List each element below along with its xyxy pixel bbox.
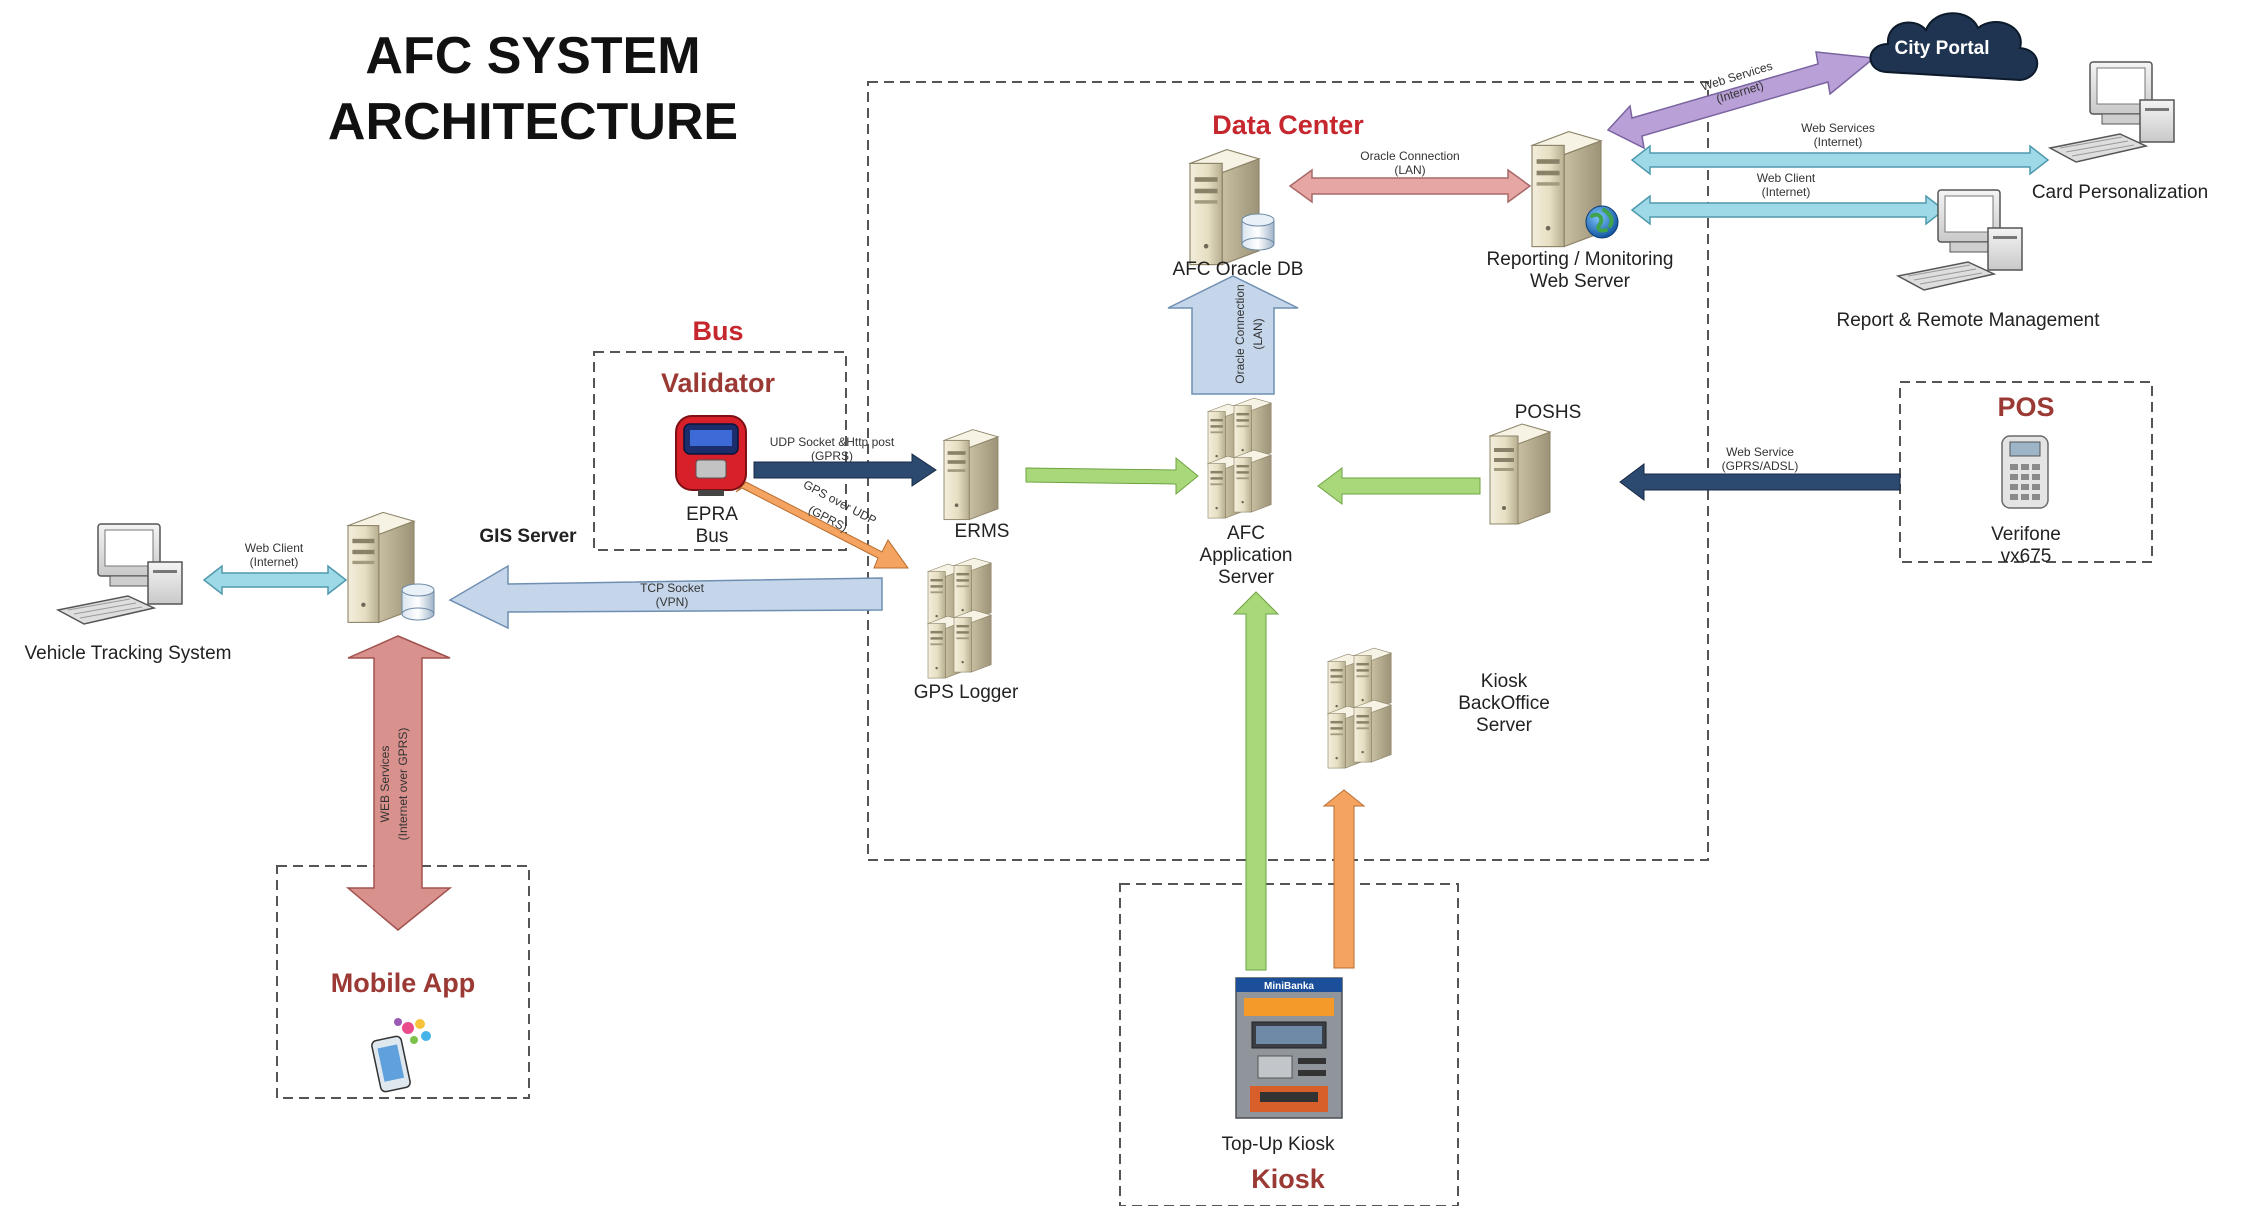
afc-app-label-line3: Server	[1218, 567, 1275, 588]
oracle-vertical-arrow	[1167, 275, 1299, 395]
data-center-boundary	[867, 81, 1709, 861]
database-icon	[1241, 213, 1275, 251]
vehicle-tracking-label: Vehicle Tracking System	[25, 643, 232, 664]
server-icon	[943, 429, 999, 521]
city-portal-label: City Portal	[1894, 38, 1989, 59]
gps-udp-arrow	[735, 481, 909, 569]
kiosk-bo-label-line3: Server	[1476, 715, 1533, 736]
kiosk-to-backoffice-arrow	[1322, 789, 1366, 969]
pos-title: POS	[1997, 392, 2054, 422]
pos-arrow-label-1: Web Service	[1726, 445, 1794, 459]
oracle-connection-arrow	[1288, 168, 1532, 204]
server-rack-icon	[1208, 398, 1271, 518]
udp-arrow-label-1: UDP Socket &Http post	[770, 435, 895, 449]
database-icon	[401, 583, 435, 621]
epra-label-line1: EPRA	[686, 504, 738, 525]
mobile-gis-arrow	[345, 635, 453, 931]
mobile-app-boundary	[276, 865, 530, 1099]
kiosk-title: Kiosk	[1251, 1164, 1326, 1194]
oracle-vertical-label-2: (LAN)	[1251, 318, 1265, 349]
mobile-arrow-label-2: (Internet over GPRS)	[396, 728, 410, 841]
oracle-vertical-label-1: Oracle Connection	[1233, 284, 1247, 383]
mobile-app-title: Mobile App	[331, 968, 475, 998]
pos-arrow-label-2: (GPRS/ADSL)	[1722, 459, 1799, 473]
smartphone-icon	[371, 1018, 431, 1093]
diagram-title-line1: AFC SYSTEM	[365, 27, 700, 85]
pos-terminal-icon	[2001, 435, 2049, 509]
poshs-label: POSHS	[1515, 402, 1582, 423]
reporting-label-line1: Reporting / Monitoring	[1487, 249, 1674, 270]
gis-server-label: GIS Server	[479, 526, 577, 547]
kiosk-brand-label: MiniBanka	[1264, 981, 1314, 992]
desktop-computer-icon	[57, 523, 183, 625]
udp-arrow-label-2: (GPRS)	[811, 449, 853, 463]
card-personalization-arrow	[1630, 144, 2050, 176]
udp-socket-arrow	[753, 453, 937, 487]
verifone-label-line2: vx675	[2001, 546, 2052, 567]
oracle-connection-label-2: (LAN)	[1394, 163, 1425, 177]
pos-to-poshs-arrow	[1619, 463, 1901, 501]
report-remote-label: Report & Remote Management	[1837, 310, 2101, 331]
pos-boundary	[1899, 381, 2153, 563]
oracle-connection-label-1: Oracle Connection	[1360, 149, 1459, 163]
afc-app-label-line1: AFC	[1227, 523, 1265, 544]
kiosk-bo-label-line2: BackOffice	[1458, 693, 1550, 714]
tcp-arrow-label-1: TCP Socket	[640, 581, 704, 595]
topup-kiosk-label: Top-Up Kiosk	[1222, 1134, 1335, 1155]
afc-app-label-line2: Application	[1200, 545, 1293, 566]
server-icon	[1489, 423, 1551, 525]
tcp-arrow-label-2: (VPN)	[656, 595, 689, 609]
gps-logger-label: GPS Logger	[914, 682, 1019, 703]
erms-to-app-arrow	[1025, 456, 1199, 496]
cloud-icon	[1869, 12, 2039, 82]
card-arrow-label-2: (Internet)	[1814, 135, 1863, 149]
data-center-title: Data Center	[1212, 110, 1364, 140]
epra-label-line2: Bus	[696, 526, 729, 547]
vts-gis-arrow	[202, 564, 348, 596]
vts-arrow-label-1: Web Client	[245, 541, 304, 555]
card-arrow-label-1: Web Services	[1801, 121, 1875, 135]
bus-title: Bus	[692, 316, 743, 346]
card-personalization-label: Card Personalization	[2032, 182, 2208, 203]
diagram-title-line2: ARCHITECTURE	[328, 93, 738, 151]
poshs-to-app-arrow	[1317, 467, 1481, 505]
atm-kiosk-icon: MiniBanka	[1235, 977, 1343, 1119]
report-remote-arrow	[1630, 194, 1946, 226]
kiosk-to-app-arrow	[1232, 591, 1280, 971]
verifone-label-line1: Verifone	[1991, 524, 2061, 545]
tcp-socket-arrow	[448, 564, 883, 630]
validator-device-icon	[675, 415, 747, 496]
mobile-arrow-label-1: WEB Services	[378, 746, 392, 823]
kiosk-bo-label-line1: Kiosk	[1481, 671, 1528, 692]
report-arrow-label-1: Web Client	[1757, 171, 1816, 185]
reporting-label-line2: Web Server	[1530, 271, 1631, 292]
kiosk-boundary	[1119, 883, 1459, 1206]
validator-title: Validator	[661, 368, 776, 398]
erms-label: ERMS	[955, 521, 1010, 542]
server-rack-icon	[1328, 648, 1391, 768]
server-rack-icon	[928, 558, 991, 678]
vts-arrow-label-2: (Internet)	[250, 555, 299, 569]
afc-oracle-db-label: AFC Oracle DB	[1173, 259, 1304, 280]
desktop-computer-icon	[2049, 61, 2175, 163]
bus-boundary	[593, 351, 847, 551]
report-arrow-label-2: (Internet)	[1762, 185, 1811, 199]
globe-icon	[1585, 205, 1619, 239]
